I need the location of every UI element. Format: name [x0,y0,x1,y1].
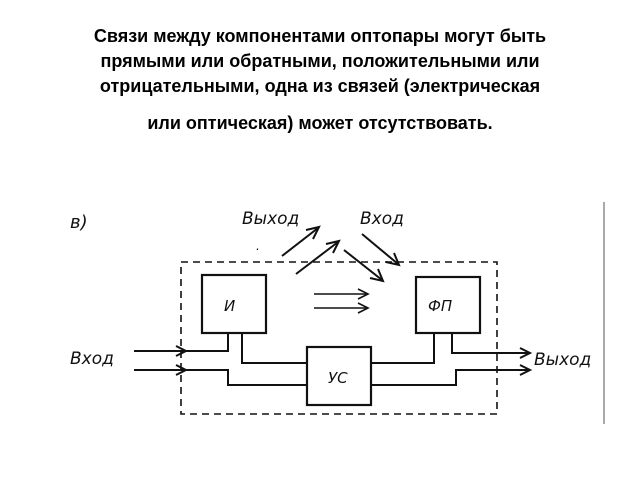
input-top-arrows [343,233,401,283]
photodetector-label: ФП [428,297,452,315]
caption: Связи между компонентами оптопары могут … [0,24,640,136]
amplifier-block [305,345,373,407]
input-left-label: Вход [70,349,114,369]
stray-mark: . [256,239,260,253]
output-top-label: Выход [242,209,299,229]
output-right-label: Выход [534,350,591,370]
caption-line-2: прямыми или обратными, положительными ил… [100,51,540,71]
output-top-arrows [281,225,341,275]
panel-label: в) [70,212,88,233]
caption-line-4: или оптическая) может отсутствовать. [147,113,493,133]
caption-line-1: Связи между компонентами оптопары могут … [93,26,547,46]
diagram-svg: в) И ФП УС Вход Выход [70,202,605,424]
input-wires [134,333,307,386]
caption-line-3: отрицательными, одна из связей (электрич… [99,76,541,96]
optocoupler-enclosure [180,261,498,415]
photodetector-block [414,275,482,335]
input-top-label: Вход [360,209,404,229]
amplifier-label: УС [328,369,348,387]
emitter-label: И [224,297,235,315]
optocoupler-diagram: в) И ФП УС Вход Выход [66,198,606,428]
output-wires [371,333,533,386]
emitter-block [200,273,268,335]
optical-link-arrows [314,288,370,314]
